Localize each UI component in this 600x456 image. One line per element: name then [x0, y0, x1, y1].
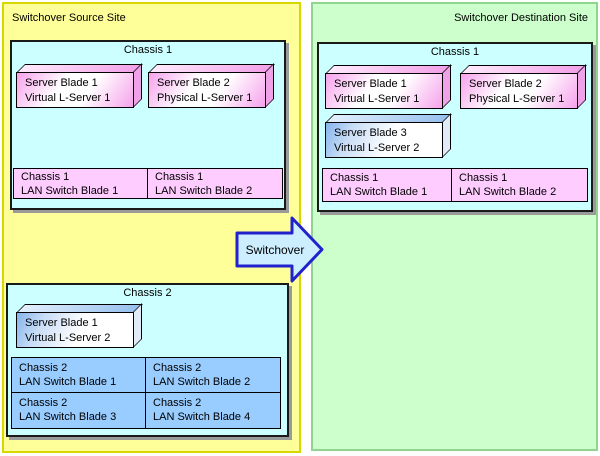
blade-label-line2: Virtual L-Server 1	[25, 92, 111, 104]
lan-label-line1: Chassis 2	[153, 362, 202, 374]
destination-site-title: Switchover Destination Site	[454, 12, 588, 24]
blade-right-face	[133, 63, 142, 108]
server-blade-3d: Server Blade 2 Physical L-Server 1	[460, 64, 587, 109]
blade-label-line1: Server Blade 2	[469, 78, 542, 90]
lan-label-line2: LAN Switch Blade 3	[19, 411, 117, 423]
blade-label-line1: Server Blade 1	[334, 78, 407, 90]
chassis-title: Chassis 1	[123, 44, 173, 56]
lan-switch-blade: Chassis 2 LAN Switch Blade 4	[145, 392, 281, 429]
blade-front-face: Server Blade 1 Virtual L-Server 2	[16, 312, 134, 348]
destination-chassis-1: Chassis 1 Server Blade 1 Virtual L-Serve…	[317, 42, 593, 212]
blade-label-line2: Physical L-Server 1	[157, 92, 253, 104]
blade-right-face	[577, 64, 586, 109]
lan-switch-blade: Chassis 2 LAN Switch Blade 1	[11, 357, 146, 393]
switchover-arrow: Switchover	[235, 216, 324, 283]
lan-switch-blade: Chassis 1 LAN Switch Blade 1	[322, 168, 452, 202]
lan-label-line2: LAN Switch Blade 2	[153, 376, 251, 388]
source-chassis-1: Chassis 1 Server Blade 1 Virtual L-Serve…	[10, 40, 286, 210]
lan-switch-blade: Chassis 2 LAN Switch Blade 3	[11, 392, 146, 429]
blade-front-face: Server Blade 1 Virtual L-Server 1	[325, 73, 443, 109]
blade-label-line2: Physical L-Server 1	[469, 93, 565, 105]
chassis-title: Chassis 2	[123, 287, 172, 299]
lan-label-line1: Chassis 2	[153, 397, 202, 409]
blade-front-face: Server Blade 2 Physical L-Server 1	[148, 72, 266, 108]
lan-label-line2: LAN Switch Blade 2	[155, 185, 253, 197]
lan-label-line1: Chassis 1	[21, 171, 70, 183]
lan-label-line2: LAN Switch Blade 1	[330, 186, 428, 198]
blade-label-line2: Virtual L-Server 2	[25, 332, 111, 344]
blade-right-face	[442, 64, 451, 109]
server-blade-3d: Server Blade 1 Virtual L-Server 1	[16, 63, 143, 108]
blade-label-line1: Server Blade 1	[25, 77, 98, 89]
lan-label-line1: Chassis 2	[19, 362, 68, 374]
blade-label-line1: Server Blade 1	[25, 317, 98, 329]
chassis-title: Chassis 1	[430, 46, 480, 58]
lan-label-line2: LAN Switch Blade 1	[21, 185, 119, 197]
blade-label-line1: Server Blade 3	[334, 127, 407, 139]
blade-label-line1: Server Blade 2	[157, 77, 230, 89]
blade-front-face: Server Blade 2 Physical L-Server 1	[460, 73, 578, 109]
server-blade-3d: Server Blade 1 Virtual L-Server 2	[16, 303, 143, 348]
blade-right-face	[265, 63, 274, 108]
lan-label-line2: LAN Switch Blade 4	[153, 411, 251, 423]
server-blade-3d: Server Blade 1 Virtual L-Server 1	[325, 64, 452, 109]
lan-label-line2: LAN Switch Blade 2	[459, 186, 557, 198]
server-blade-3d: Server Blade 3 Virtual L-Server 2	[325, 113, 452, 158]
server-blade-3d: Server Blade 2 Physical L-Server 1	[148, 63, 275, 108]
source-site-panel: Switchover Source Site Chassis 1 Server …	[2, 2, 301, 453]
blade-right-face	[133, 303, 142, 348]
lan-switch-blade: Chassis 2 LAN Switch Blade 2	[145, 357, 281, 393]
lan-label-line1: Chassis 1	[155, 171, 204, 183]
lan-label-line2: LAN Switch Blade 1	[19, 376, 117, 388]
blade-right-face	[442, 113, 451, 158]
source-site-title: Switchover Source Site	[12, 12, 126, 24]
blade-front-face: Server Blade 1 Virtual L-Server 1	[16, 72, 134, 108]
switchover-arrow-label: Switchover	[246, 243, 305, 257]
lan-switch-blade: Chassis 1 LAN Switch Blade 2	[451, 168, 588, 202]
lan-label-line1: Chassis 1	[330, 172, 379, 184]
lan-switch-blade: Chassis 1 LAN Switch Blade 2	[147, 168, 283, 199]
switchover-arrow-shape	[235, 216, 324, 283]
blade-label-line2: Virtual L-Server 1	[334, 93, 420, 105]
destination-site-panel: Switchover Destination Site Chassis 1 Se…	[311, 2, 598, 451]
blade-label-line2: Virtual L-Server 2	[334, 142, 420, 154]
blade-front-face: Server Blade 3 Virtual L-Server 2	[325, 122, 443, 158]
lan-switch-blade: Chassis 1 LAN Switch Blade 1	[13, 168, 148, 199]
lan-label-line1: Chassis 2	[19, 397, 68, 409]
source-chassis-2: Chassis 2 Server Blade 1 Virtual L-Serve…	[6, 283, 289, 437]
lan-label-line1: Chassis 1	[459, 172, 508, 184]
